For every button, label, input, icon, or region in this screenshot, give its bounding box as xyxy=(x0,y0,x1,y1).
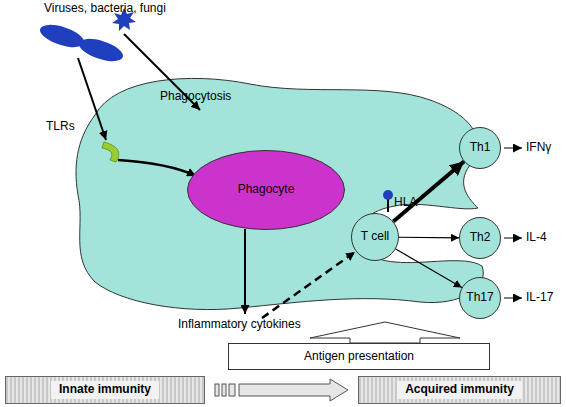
cytokine-output-arrow xyxy=(504,238,522,239)
t-cell-circle: T cell xyxy=(351,213,399,261)
cytokine-arrow xyxy=(244,229,246,314)
hla-stalk xyxy=(387,199,389,212)
cytokine-output-arrow xyxy=(504,298,522,299)
arrow-connector xyxy=(393,162,464,222)
arrow-body xyxy=(239,379,348,401)
arrow-connector xyxy=(396,249,462,287)
stage-band: Innate immunity xyxy=(5,376,205,404)
node-text: Th1 xyxy=(470,141,491,155)
node-text: T cell xyxy=(361,230,389,244)
th-cell-circle: Th17 xyxy=(459,277,501,319)
hla-molecule xyxy=(383,190,393,200)
arrow-connector xyxy=(399,237,459,239)
block-arrow xyxy=(215,379,348,401)
arrow-bar xyxy=(229,384,235,396)
node-text: Acquired immunity xyxy=(397,381,522,399)
th-cell-circle-fill xyxy=(460,218,501,259)
node-text: Antigen presentation xyxy=(304,350,414,364)
annotation-label: IL-17 xyxy=(526,291,553,305)
arrow-bar xyxy=(222,384,226,396)
t-cell-circle-fill xyxy=(352,214,399,261)
annotation-label: Inflammatory cytokines xyxy=(178,318,301,332)
node-text: Phagocyte xyxy=(238,183,295,197)
annotation-label: Viruses, bacteria, fungi xyxy=(44,2,166,16)
annotation-label: TLRs xyxy=(46,120,75,134)
th-cell-circle-fill xyxy=(460,128,501,169)
hollow-up-arrow xyxy=(310,322,460,343)
annotation-label: Phagocytosis xyxy=(160,90,231,104)
process-box: Antigen presentation xyxy=(228,343,490,370)
stage-band: Acquired immunity xyxy=(358,376,561,404)
signal-arrow xyxy=(118,160,196,176)
cytokine-output-arrow xyxy=(504,148,522,149)
nucleus-ellipse-fill xyxy=(188,151,345,230)
annotation-label: HLA xyxy=(394,196,417,210)
node-text: Th2 xyxy=(470,231,491,245)
annotation-label: IFNγ xyxy=(526,141,551,155)
tlr-receptor xyxy=(102,142,119,162)
th-cell-circle-fill xyxy=(460,278,501,319)
tlr-arrow xyxy=(78,58,106,140)
node-text: Innate immunity xyxy=(51,381,159,399)
bacterium xyxy=(76,34,125,65)
th-cell-circle: Th1 xyxy=(459,127,501,169)
cytokine-to-tcell-arrow xyxy=(262,252,355,318)
annotation-label: IL-4 xyxy=(526,231,547,245)
phagocyte-cell-body xyxy=(76,78,483,309)
nucleus-ellipse: Phagocyte xyxy=(187,150,345,230)
node-text: Th17 xyxy=(466,291,493,305)
th-cell-circle: Th2 xyxy=(459,217,501,259)
bacterium xyxy=(37,20,86,51)
arrow-bar xyxy=(215,384,219,396)
